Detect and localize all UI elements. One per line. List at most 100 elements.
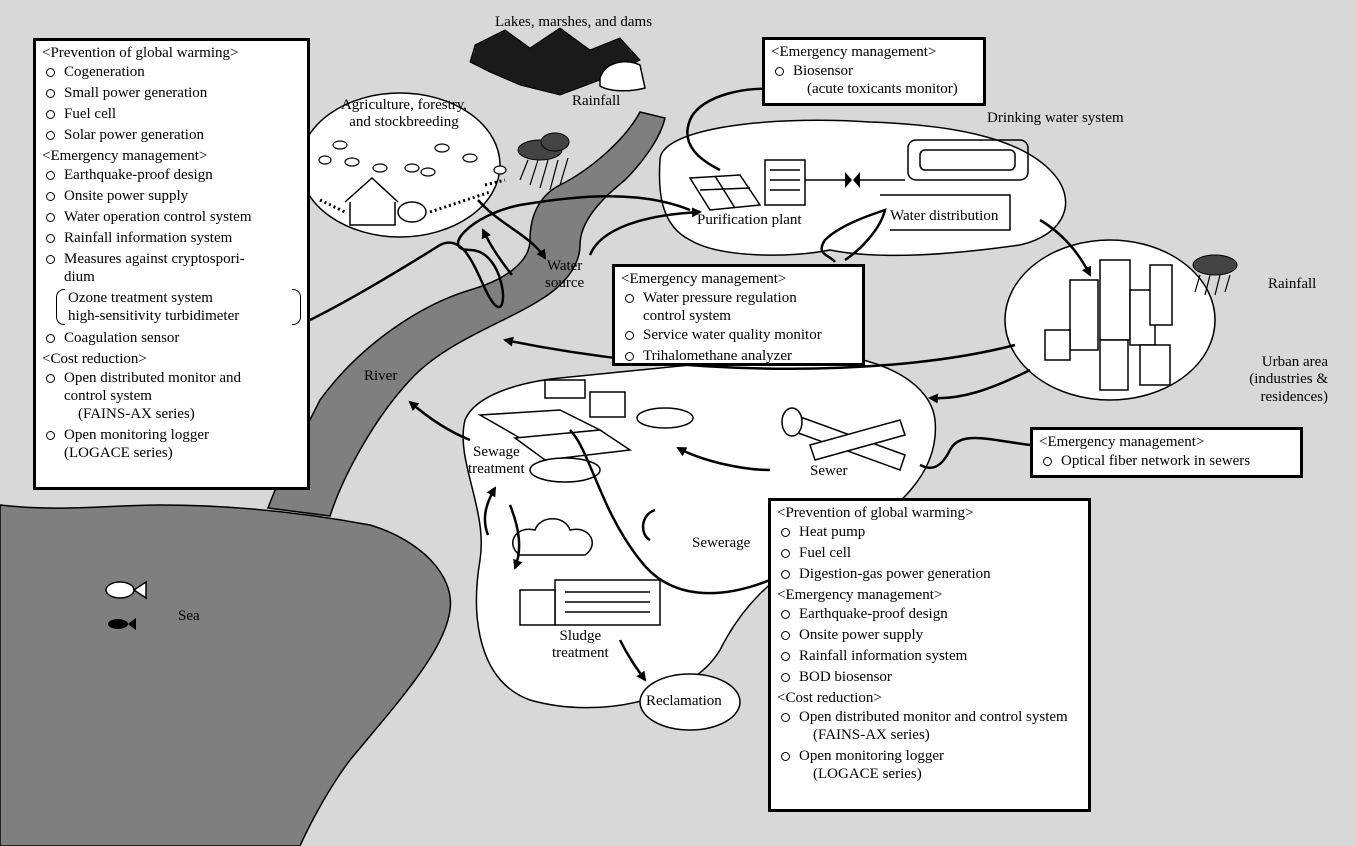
- valve-icon: [845, 172, 860, 188]
- label-rainfall-right: Rainfall: [1268, 276, 1317, 292]
- label-agriculture: Agriculture, forestry,and stockbreeding: [340, 97, 468, 131]
- arrow-sewer-to-sewage: [676, 446, 771, 472]
- fence-icon: [319, 178, 506, 214]
- list-coagulation: Coagulation sensor: [42, 329, 301, 347]
- list-item: Onsite power supply: [777, 626, 1082, 644]
- arrow-sewage-to-sludge: [483, 486, 497, 536]
- list-item: Coagulation sensor: [42, 329, 301, 347]
- list-item: Rainfall information system: [777, 647, 1082, 665]
- list-emergency: Earthquake-proof design Onsite power sup…: [777, 605, 1082, 686]
- sludge-treatment-icon: [512, 518, 661, 626]
- arrow-sludge-to-sewage: [508, 504, 523, 570]
- heading-prevention-global-warming: <Prevention of global warming>: [42, 45, 239, 61]
- lake-mountains: [469, 27, 641, 96]
- heading-emergency-management: <Emergency management>: [621, 271, 787, 287]
- reclamation-area: [639, 673, 741, 731]
- fish-icon: [105, 580, 147, 600]
- purification-plant-icon: [688, 159, 806, 211]
- arrow-river-to-agri: [481, 228, 513, 276]
- label-river: River: [364, 368, 398, 384]
- list-item: Fuel cell: [42, 105, 301, 123]
- list-item: Open monitoring logger(LOGACE series): [777, 747, 1082, 783]
- list-global-warming: Heat pump Fuel cell Digestion-gas power …: [777, 523, 1082, 583]
- list-item: Cogeneration: [42, 63, 301, 81]
- label-drinking-water-system: Drinking water system: [987, 110, 1124, 126]
- label-water-distribution: Water distribution: [890, 208, 999, 224]
- river: [266, 111, 666, 517]
- arrow-sewage-to-river: [408, 400, 471, 442]
- list-item: Fuel cell: [777, 544, 1082, 562]
- list-emergency: Earthquake-proof design Onsite power sup…: [42, 166, 301, 286]
- heading-cost-reduction: <Cost reduction>: [777, 690, 882, 706]
- label-sewerage: Sewerage: [692, 535, 751, 551]
- arrow-urban-to-sewer: [928, 368, 1031, 404]
- heading-emergency-management: <Emergency management>: [42, 148, 208, 164]
- connector-right-box: [919, 436, 1031, 469]
- water-distribution-icon: [880, 139, 1029, 231]
- sewerage-measures-box: <Prevention of global warming> Heat pump…: [768, 498, 1091, 812]
- list-biosensor: Biosensor(acute toxicants monitor): [771, 62, 977, 98]
- label-sea: Sea: [178, 608, 200, 624]
- tree-icon: [397, 201, 427, 223]
- list-optical-fiber: Optical fiber network in sewers: [1039, 452, 1294, 470]
- biosensor-box: <Emergency management> Biosensor(acute t…: [762, 37, 986, 106]
- label-purification-plant: Purification plant: [697, 212, 802, 228]
- list-item: Open monitoring logger(LOGACE series): [42, 426, 301, 462]
- heading-emergency-management: <Emergency management>: [771, 44, 937, 60]
- label-reclamation: Reclamation: [646, 693, 722, 709]
- list-item: Rainfall information system: [42, 229, 301, 247]
- label-rainfall-top: Rainfall: [572, 93, 621, 109]
- heading-emergency-management: <Emergency management>: [1039, 434, 1205, 450]
- list-item: Digestion-gas power generation: [777, 565, 1082, 583]
- fish-dark-icon: [108, 618, 136, 630]
- city-buildings-icon: [1044, 259, 1173, 391]
- connector-bottom-box: [569, 429, 771, 595]
- list-item: Small power generation: [42, 84, 301, 102]
- label-urban-area: Urban area(industries &residences): [1249, 354, 1328, 405]
- heading-emergency-management: <Emergency management>: [777, 587, 943, 603]
- list-item: BOD biosensor: [777, 668, 1082, 686]
- list-item: Water operation control system: [42, 208, 301, 226]
- connector-mid-box: [820, 208, 887, 263]
- rain-cloud-right-icon: [1192, 254, 1238, 296]
- water-pressure-box: <Emergency management> Water pressure re…: [612, 264, 865, 366]
- list-global-warming: Cogeneration Small power generation Fuel…: [42, 63, 301, 144]
- connector-biosensor: [686, 87, 781, 172]
- arrow-agri-to-river: [477, 199, 547, 260]
- drinking-water-area: [658, 119, 1067, 257]
- dam: [599, 61, 646, 92]
- connector-left-box: [309, 195, 691, 322]
- list-item: Heat pump: [777, 523, 1082, 541]
- rain-cloud-icon: [517, 132, 570, 191]
- list-item: Biosensor(acute toxicants monitor): [771, 62, 977, 98]
- list-item: Measures against cryptospori-dium: [42, 250, 301, 286]
- list-item: Trihalomethane analyzer: [621, 347, 856, 365]
- optical-fiber-box: <Emergency management> Optical fiber net…: [1030, 427, 1303, 478]
- list-item: Earthquake-proof design: [777, 605, 1082, 623]
- list-cost-reduction: Open distributed monitor and control sys…: [777, 708, 1082, 783]
- list-item: Open distributed monitor and control sys…: [777, 708, 1082, 744]
- arrow-urban-to-river: [503, 336, 1016, 370]
- cow-icons: [318, 140, 507, 177]
- label-lakes: Lakes, marshes, and dams: [495, 14, 653, 30]
- farm-house-icon: [344, 176, 399, 226]
- list-item: Optical fiber network in sewers: [1039, 452, 1294, 470]
- arrow-sludge-to-reclamation: [618, 639, 647, 682]
- heading-prevention-global-warming: <Prevention of global warming>: [777, 505, 974, 521]
- list-item: Solar power generation: [42, 126, 301, 144]
- sea-area: [0, 504, 452, 846]
- crypto-measures-detail: Ozone treatment system high-sensitivity …: [56, 289, 301, 325]
- sewer-pipes-icon: [781, 407, 906, 471]
- arrow-distribution-to-urban: [1039, 218, 1092, 277]
- label-sewer: Sewer: [810, 463, 848, 479]
- arrow-source-to-plant: [588, 207, 702, 256]
